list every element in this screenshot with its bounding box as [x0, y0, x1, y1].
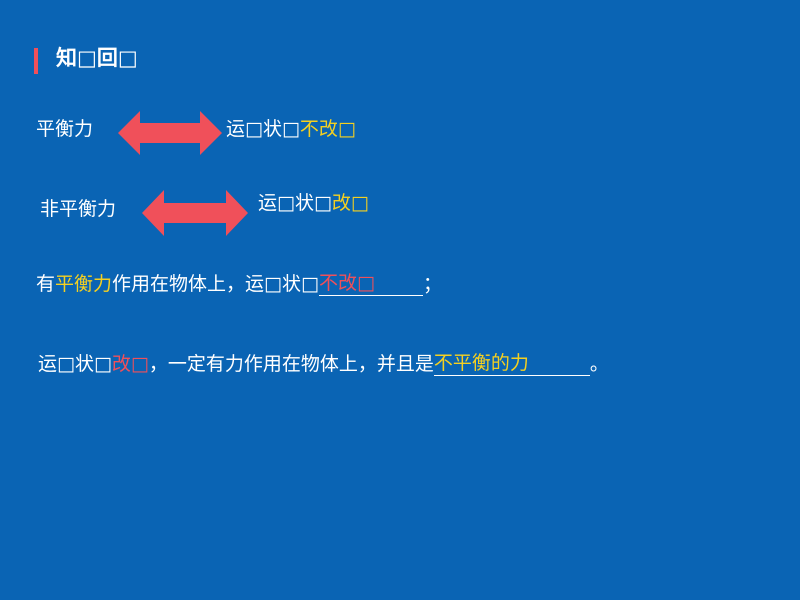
- motion-state-changed: 运□状□改□: [258, 191, 369, 215]
- changed-highlight: 改□: [331, 192, 369, 214]
- changed-highlight: 改□: [111, 353, 149, 375]
- balanced-force-label: 平衡力: [36, 118, 94, 140]
- sentence-text: ，一定有力作用在物体上，并且是: [148, 353, 434, 375]
- slide-title: 知□回□: [56, 46, 138, 70]
- motion-state-unchanged: 运□状□不改□: [226, 117, 356, 141]
- sentence-end: 。: [589, 353, 609, 375]
- sentence-text: 作用在物体上，运□状□: [112, 273, 319, 295]
- double-arrow-icon: [142, 190, 248, 236]
- answer-blank: 不平衡的力: [433, 352, 590, 376]
- unbalanced-force-label: 非平衡力: [40, 198, 117, 220]
- sentence-balanced: 有平衡力作用在物体上，运□状□不改□ ；: [36, 272, 442, 296]
- title-accent-bar: [34, 48, 38, 74]
- unchanged-highlight: 不改□: [299, 118, 356, 140]
- balanced-force-highlight: 平衡力: [55, 273, 113, 295]
- double-arrow-icon: [118, 111, 222, 155]
- answer-text: 不平衡的力: [433, 352, 529, 374]
- sentence-text: 运□状□: [38, 353, 112, 375]
- sentence-end: ；: [422, 273, 442, 295]
- sentence-text: 有: [36, 273, 56, 295]
- motion-state-text: 运□状□: [226, 118, 300, 140]
- answer-text: 不改□: [318, 272, 375, 294]
- answer-blank: 不改□: [318, 272, 423, 296]
- sentence-unbalanced: 运□状□改□，一定有力作用在物体上，并且是不平衡的力 。: [38, 352, 609, 376]
- motion-state-text: 运□状□: [258, 192, 332, 214]
